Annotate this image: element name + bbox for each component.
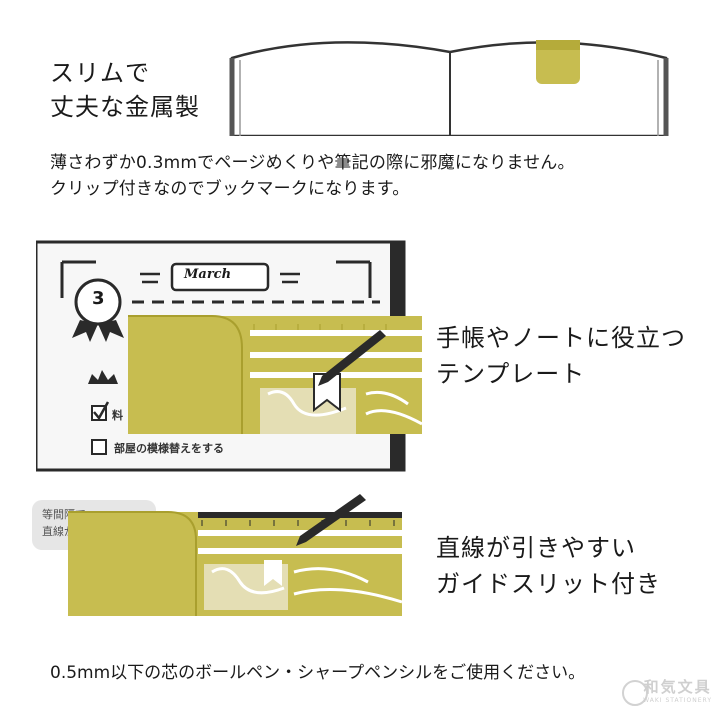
task-item-1: 料: [112, 409, 123, 422]
feature-guide-line-1: 直線が引きやすい: [436, 534, 636, 562]
brand-watermark: 和気文具 WAKI STATIONERY: [643, 676, 712, 704]
pen-icon: [318, 330, 386, 386]
feature-template-line-2: テンプレート: [436, 360, 586, 388]
metal-clip-icon: [536, 40, 580, 84]
notebook-template-illustration: [36, 240, 422, 472]
feature-guide-line-2: ガイドスリット付き: [436, 570, 661, 598]
crown-icon: [88, 370, 118, 384]
checkbox-empty-icon: [91, 439, 107, 455]
guide-slit-illustration: [68, 494, 403, 616]
open-book-illustration: [229, 40, 669, 136]
brand-name-en: WAKI STATIONERY: [643, 697, 712, 704]
description-line-1: 薄さわずか0.3mmでページめくりや筆記の際に邪魔になりません。: [50, 153, 575, 173]
feature-guide-text: 直線が引きやすい ガイドスリット付き: [436, 530, 661, 602]
hero-title: スリムで 丈夫な金属製: [50, 56, 200, 124]
hero-title-line-1: スリムで: [50, 59, 150, 87]
pen-icon: [296, 494, 366, 546]
footer-note: 0.5mm以下の芯のボールペン・シャープペンシルをご使用ください。: [50, 663, 586, 683]
badge-number: 3: [92, 288, 105, 309]
description-line-2: クリップ付きなのでブックマークになります。: [50, 179, 410, 199]
product-description: 薄さわずか0.3mmでページめくりや筆記の際に邪魔になりません。 クリップ付きな…: [50, 150, 575, 202]
feature-template-line-1: 手帳やノートに役立つ: [436, 324, 686, 352]
month-label: March: [184, 267, 232, 282]
hero-title-line-2: 丈夫な金属製: [50, 93, 200, 121]
brand-logo-icon: [622, 680, 648, 706]
task-item-2: 部屋の模様替えをする: [114, 442, 224, 455]
feature-template-text: 手帳やノートに役立つ テンプレート: [436, 320, 686, 392]
badge-icon: [72, 278, 124, 342]
brand-name-jp: 和気文具: [643, 678, 712, 696]
